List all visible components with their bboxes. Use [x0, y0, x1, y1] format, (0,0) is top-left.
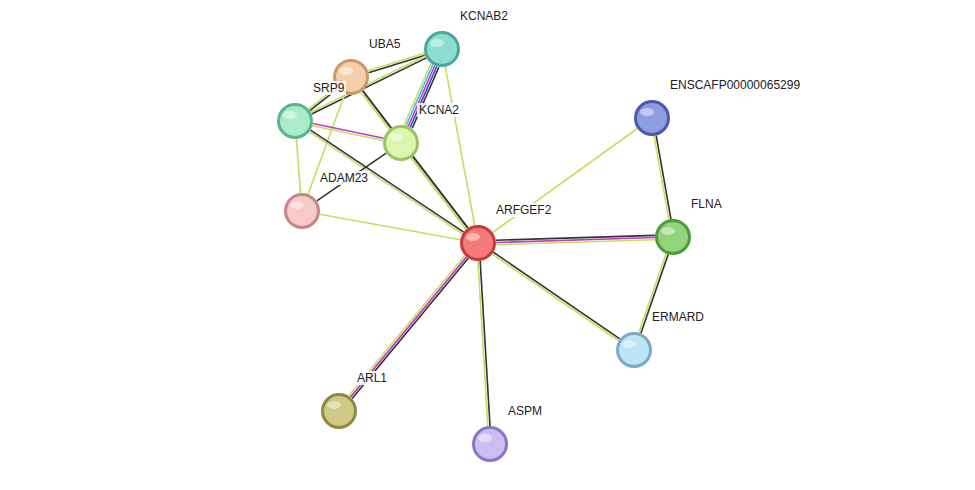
node-label: ASPM	[506, 404, 544, 418]
node-circle	[460, 225, 496, 261]
evidence-line	[408, 65, 435, 126]
node-label: KCNA2	[417, 103, 461, 117]
evidence-line	[411, 158, 466, 229]
node-disc	[426, 33, 459, 66]
evidence-line	[350, 257, 466, 397]
node-disc	[323, 395, 356, 428]
node-highlight	[389, 133, 403, 141]
protein-node: SRP9	[277, 103, 313, 139]
node-highlight	[640, 108, 654, 116]
evidence-line	[361, 92, 466, 229]
evidence-line	[313, 124, 384, 139]
evidence-line	[654, 136, 669, 220]
interaction-edge	[311, 56, 427, 114]
node-highlight	[622, 340, 636, 348]
node-highlight	[339, 67, 353, 75]
evidence-line	[492, 254, 618, 341]
evidence-line	[410, 66, 437, 127]
node-label: KCNAB2	[458, 9, 510, 23]
node-label: ENSCAFP00000065299	[668, 78, 802, 92]
protein-node: ASPM	[472, 426, 508, 462]
protein-node: ERMARD	[616, 332, 652, 368]
node-circle	[321, 393, 357, 429]
evidence-line	[320, 214, 461, 240]
interaction-edge	[320, 214, 461, 240]
interaction-edge	[493, 129, 638, 233]
node-disc	[462, 227, 495, 260]
node-disc	[618, 334, 651, 367]
interaction-edge	[317, 153, 386, 201]
node-circle	[383, 125, 419, 161]
protein-node: ENSCAFP00000065299	[634, 100, 670, 136]
node-circle	[472, 426, 508, 462]
protein-node: ARL1	[321, 393, 357, 429]
evidence-line	[296, 139, 300, 193]
interaction-edge	[445, 67, 474, 226]
node-label: SRP9	[311, 81, 346, 95]
protein-node: KCNAB2	[424, 31, 460, 67]
evidence-line	[312, 58, 427, 114]
node-disc	[474, 428, 507, 461]
node-highlight	[430, 39, 444, 47]
evidence-line	[368, 53, 425, 70]
node-disc	[286, 195, 319, 228]
protein-node: KCNA2	[383, 125, 419, 161]
node-circle	[277, 103, 313, 139]
node-label: FLNA	[689, 197, 724, 211]
node-highlight	[478, 434, 492, 442]
node-highlight	[466, 233, 480, 241]
node-circle	[616, 332, 652, 368]
evidence-line	[480, 261, 490, 426]
evidence-line	[656, 136, 671, 220]
interaction-edge	[411, 157, 468, 230]
interaction-edge	[404, 64, 439, 129]
node-highlight	[327, 401, 341, 409]
node-highlight	[661, 227, 675, 235]
evidence-line	[493, 252, 619, 339]
node-disc	[385, 127, 418, 160]
evidence-line	[496, 240, 655, 245]
node-disc	[279, 105, 312, 138]
evidence-line	[317, 153, 386, 201]
evidence-line	[445, 67, 474, 226]
interaction-edge	[496, 235, 655, 244]
interaction-edge	[492, 252, 620, 340]
interaction-edge	[296, 139, 300, 193]
evidence-line	[311, 56, 426, 112]
interaction-edge	[478, 261, 490, 426]
protein-node: ARFGEF2	[460, 225, 496, 261]
node-disc	[657, 221, 690, 254]
node-circle	[284, 193, 320, 229]
evidence-line	[349, 255, 465, 395]
node-disc	[636, 102, 669, 135]
node-label: ERMARD	[650, 310, 706, 324]
node-circle	[634, 100, 670, 136]
node-circle	[424, 31, 460, 67]
protein-node: ADAM23	[284, 193, 320, 229]
evidence-line	[478, 261, 488, 426]
protein-node: FLNA	[655, 219, 691, 255]
node-label: UBA5	[367, 37, 402, 51]
interaction-edge	[349, 255, 468, 398]
node-label: ARFGEF2	[494, 203, 553, 217]
interaction-edge	[654, 136, 671, 220]
node-label: ARL1	[355, 371, 389, 385]
evidence-line	[413, 157, 468, 228]
node-circle	[655, 219, 691, 255]
evidence-line	[493, 129, 638, 233]
node-label: ADAM23	[318, 171, 370, 185]
node-highlight	[290, 201, 304, 209]
node-highlight	[283, 111, 297, 119]
evidence-line	[352, 258, 468, 398]
